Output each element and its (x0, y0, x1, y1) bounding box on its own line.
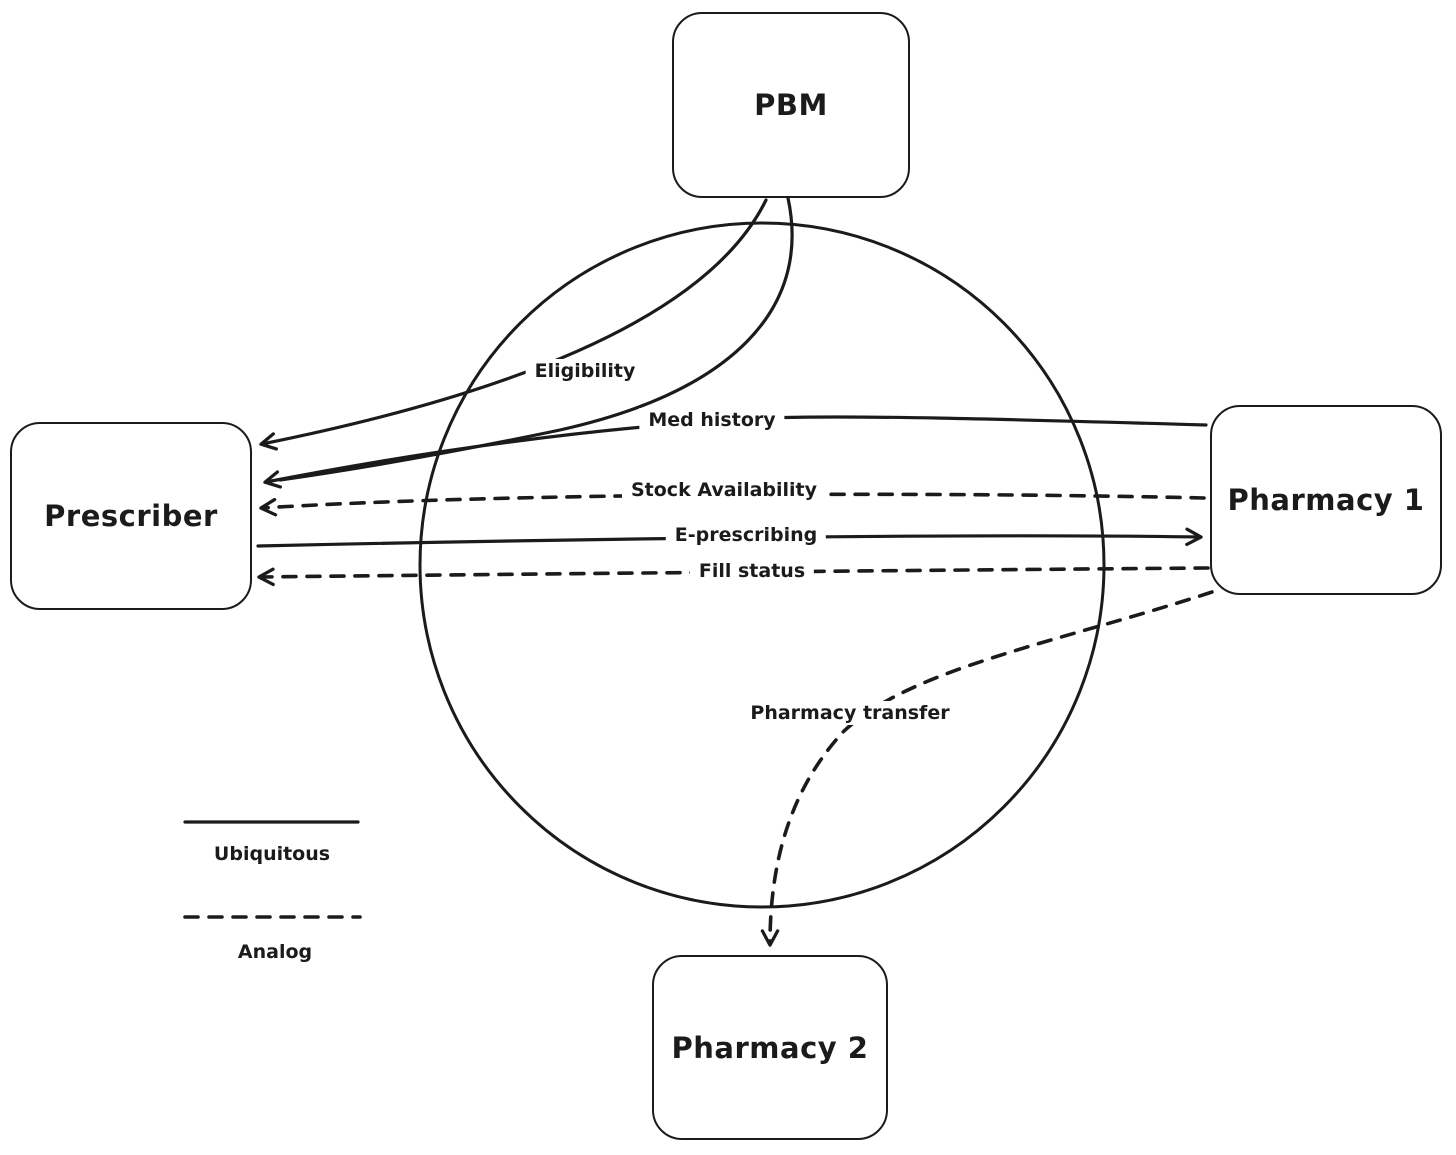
edge-pbm-curve (278, 196, 794, 482)
node-pharmacy-1-label: Pharmacy 1 (1227, 483, 1425, 517)
edge-label-pharmacy-transfer: Pharmacy transfer (741, 701, 959, 725)
legend-label-analog: Analog (237, 941, 313, 963)
node-prescriber: Prescriber (10, 422, 252, 610)
node-pbm: PBM (672, 12, 910, 198)
edge-label-fill-status: Fill status (689, 559, 815, 583)
edge-label-e-prescribing: E-prescribing (665, 523, 827, 547)
node-prescriber-label: Prescriber (44, 499, 218, 533)
edge-fill-status (257, 566, 1210, 587)
legend-label-ubiquitous: Ubiquitous (213, 843, 331, 865)
edge-eligibility (259, 198, 768, 451)
node-pharmacy-2: Pharmacy 2 (652, 955, 888, 1140)
edge-label-eligibility: Eligibility (525, 359, 645, 383)
node-pharmacy-1: Pharmacy 1 (1210, 405, 1442, 595)
node-pbm-label: PBM (754, 88, 828, 122)
edge-label-med-history: Med history (639, 408, 785, 432)
edge-label-stock-availability: Stock Availability (621, 478, 827, 502)
node-pharmacy-2-label: Pharmacy 2 (671, 1030, 869, 1065)
edge-pharmacy-transfer (760, 590, 1214, 947)
network-circle (418, 221, 1106, 909)
